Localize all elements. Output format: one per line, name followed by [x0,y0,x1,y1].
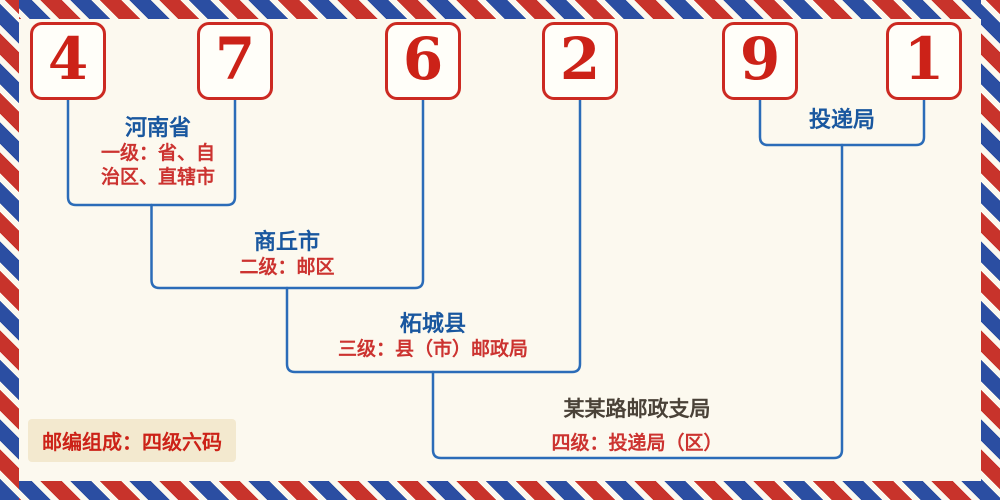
digit-box-1: 4 [30,22,106,100]
digit-box-3: 6 [385,22,461,100]
level-1-label: 河南省 一级：省、自 治区、直辖市 [101,114,215,190]
level-5-name: 投递局 [808,107,876,132]
level-3-desc: 三级：县（市）邮政局 [337,339,529,360]
level-1-desc-line2: 治区、直辖市 [100,167,216,188]
level-4-label: 某某路邮政支局 四级：投递局（区） [551,396,722,456]
postal-digit-6: 1 [903,25,945,93]
composition-label: 邮编组成：四级六码 [42,432,222,454]
airmail-border-bottom [0,481,1000,500]
postal-digit-1: 4 [47,25,89,93]
digit-box-6: 1 [886,22,962,100]
postal-digit-5: 9 [739,25,781,93]
postal-digit-2: 7 [214,25,256,93]
level-4-desc: 四级：投递局（区） [551,433,723,454]
postal-digit-4: 2 [559,25,601,93]
digit-box-4: 2 [542,22,618,100]
composition-badge: 邮编组成：四级六码 [28,419,236,462]
level-2-desc: 二级：邮区 [239,257,335,278]
airmail-border-top [0,0,1000,19]
level-5-label: 投递局 [809,106,875,134]
level-4-name: 某某路邮政支局 [563,398,711,421]
level-1-desc-line1: 一级：省、自 [100,143,216,164]
airmail-border-left [0,0,19,500]
level-1-name: 河南省 [124,115,192,140]
digit-box-2: 7 [197,22,273,100]
level-3-name: 柘城县 [399,311,467,336]
postal-digit-3: 6 [402,25,444,93]
level-2-label: 商丘市 二级：邮区 [239,228,334,280]
level-2-name: 商丘市 [253,229,321,254]
airmail-border-right [981,0,1000,500]
digit-box-5: 9 [722,22,798,100]
level-3-label: 柘城县 三级：县（市）邮政局 [338,310,528,362]
